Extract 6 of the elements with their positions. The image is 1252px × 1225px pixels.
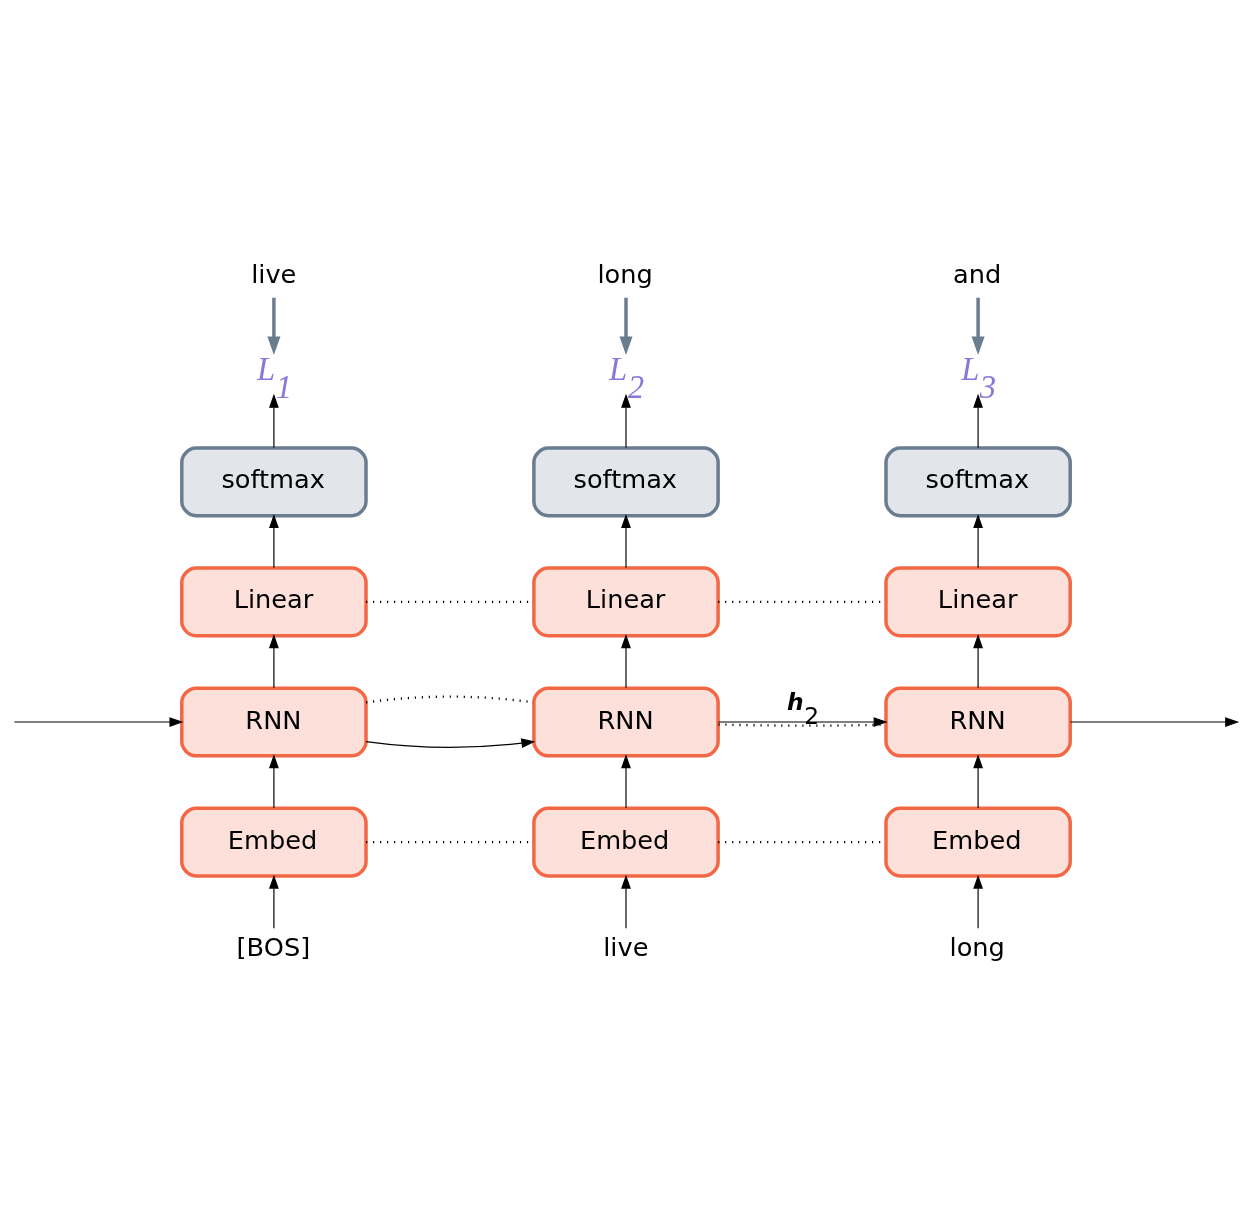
node-text: long — [597, 258, 653, 289]
node-text: live — [603, 931, 649, 962]
node-text: and — [953, 258, 1002, 289]
node-text: long — [949, 931, 1005, 962]
node-text: live — [251, 258, 297, 289]
node-text: [BOS] — [236, 931, 311, 962]
